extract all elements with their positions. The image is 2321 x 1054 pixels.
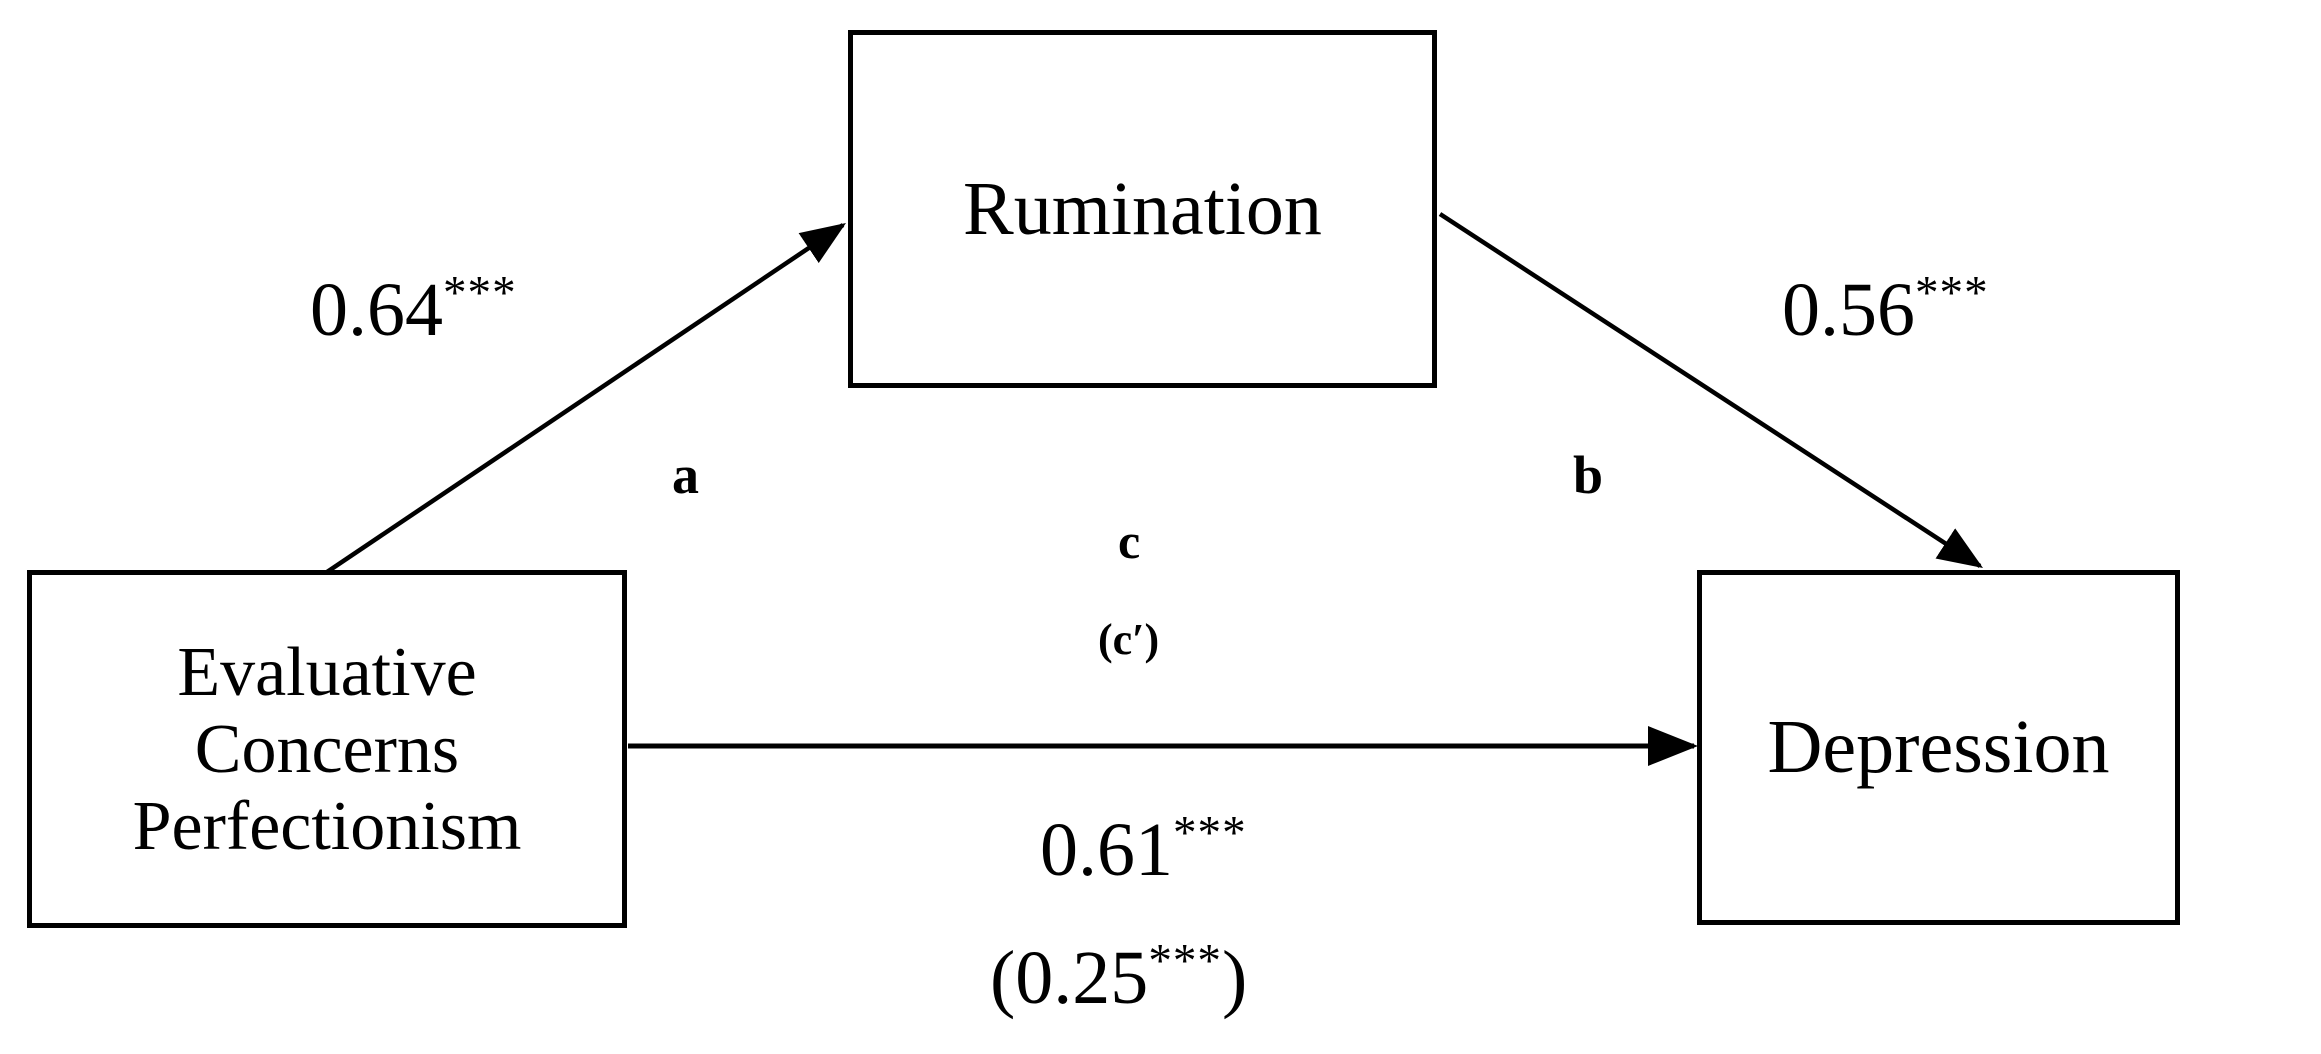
node-rumination: Rumination (848, 30, 1437, 388)
coefficient-path-b: 0.56*** (1782, 270, 1989, 348)
coefficient-path-c-prime: (0.25***) (990, 938, 1247, 1016)
significance-stars-a: *** (443, 267, 517, 320)
coefficient-value-b: 0.56 (1782, 268, 1915, 352)
path-label-a: a (672, 445, 699, 505)
coefficient-path-a: 0.64*** (310, 270, 517, 348)
arrow-path-b (1438, 212, 1984, 568)
significance-stars-c-prime: *** (1148, 935, 1222, 988)
significance-stars-c: *** (1173, 807, 1247, 860)
coefficient-close-paren-c-prime: ) (1221, 936, 1248, 1020)
node-label-ecp: Evaluative Concerns Perfectionism (132, 633, 522, 865)
node-label-rumination: Rumination (963, 166, 1322, 251)
coefficient-value-c-prime: (0.25 (990, 936, 1149, 1020)
path-label-c: c (1118, 513, 1141, 569)
node-depression: Depression (1697, 570, 2180, 925)
node-label-depression: Depression (1767, 705, 2110, 790)
node-evaluative-concerns-perfectionism: Evaluative Concerns Perfectionism (27, 570, 627, 928)
coefficient-value-a: 0.64 (310, 268, 443, 352)
path-label-c-prime: (c′) (1098, 615, 1160, 664)
significance-stars-b: *** (1915, 267, 1989, 320)
coefficient-path-c: 0.61*** (1040, 810, 1247, 888)
coefficient-value-c: 0.61 (1040, 808, 1173, 892)
path-label-b: b (1573, 445, 1604, 505)
